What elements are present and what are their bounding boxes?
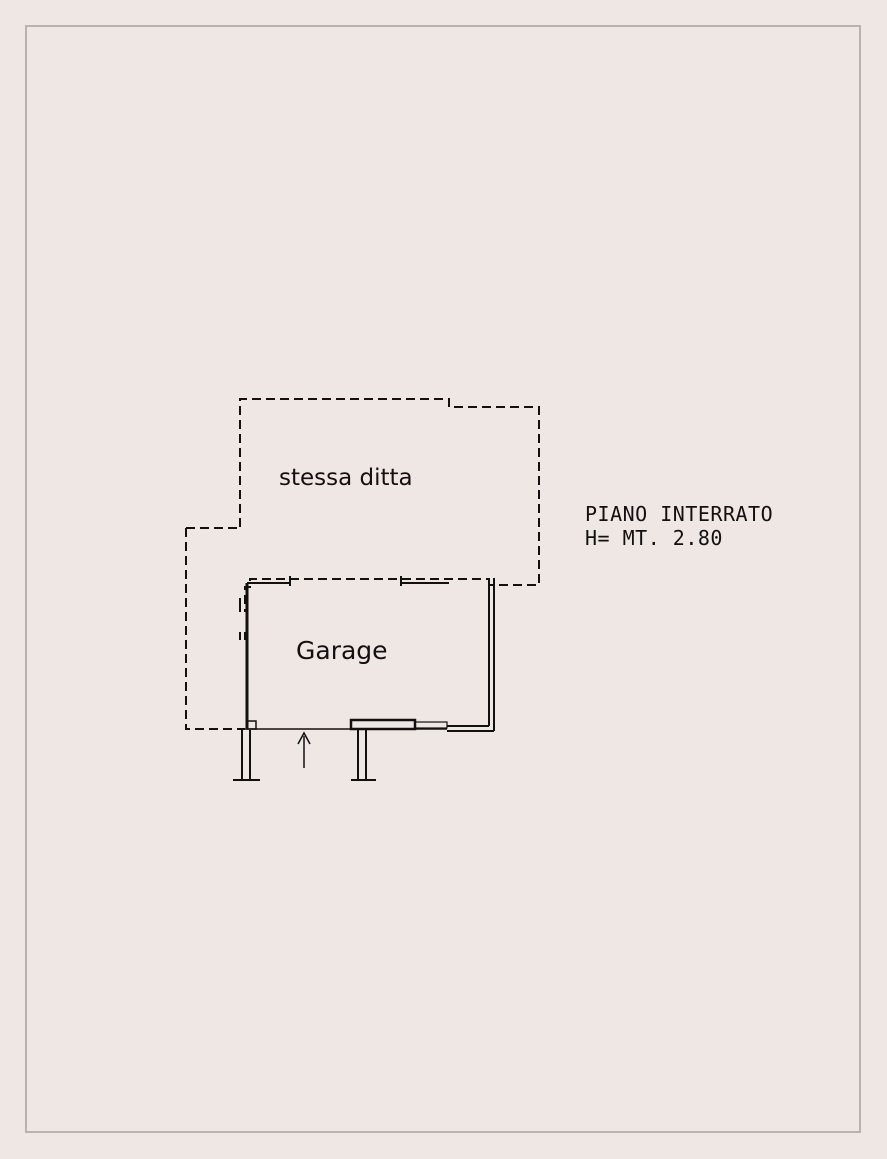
wall-jamb-left [239, 598, 246, 640]
floor-height-label: H= MT. 2.80 [585, 526, 723, 550]
wall-jamb-top-left [289, 576, 402, 586]
access-rail-right [351, 730, 376, 781]
garage-window-small [414, 721, 448, 729]
sheet-border [25, 25, 861, 1133]
garage-right-wall [488, 578, 495, 731]
garage-window [349, 718, 417, 731]
access-rail-left [233, 730, 260, 781]
floor-name-label: PIANO INTERRATO [585, 502, 774, 526]
arrow-up-icon [297, 731, 311, 768]
room-label-stessa-ditta: stessa ditta [279, 465, 413, 491]
door-post-left [246, 720, 257, 730]
outer-property-outline [185, 398, 540, 730]
room-label-garage: Garage [296, 636, 388, 665]
garage-bottom-right-wall [447, 725, 494, 732]
